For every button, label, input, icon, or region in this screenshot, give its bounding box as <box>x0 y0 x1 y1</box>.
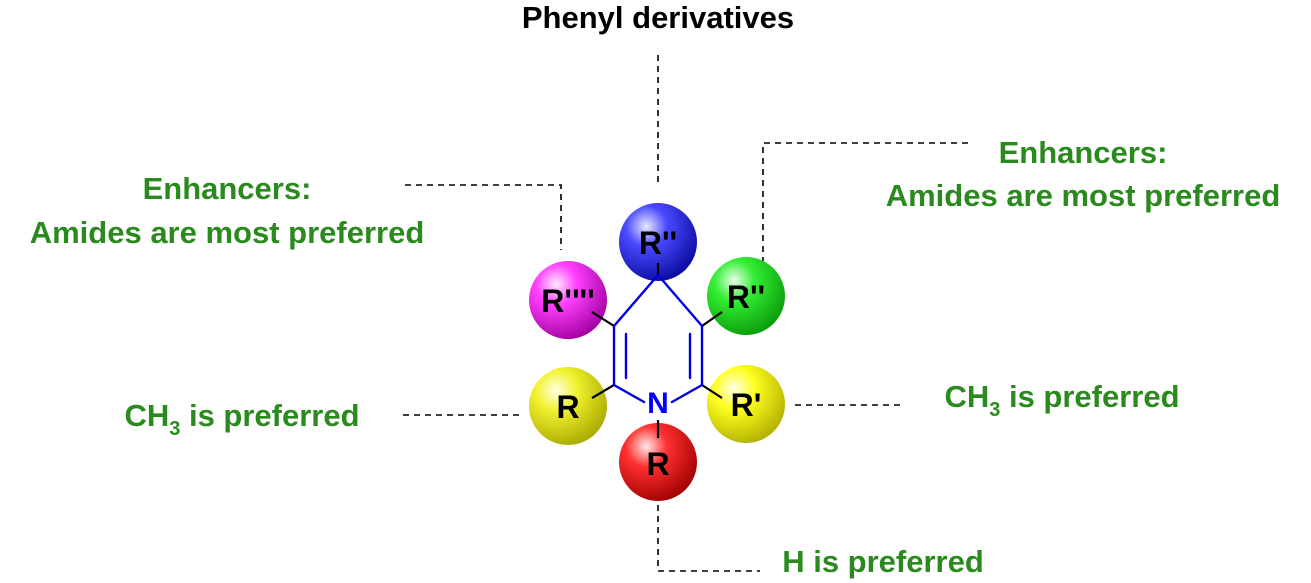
annotation-left-lower-post: is preferred <box>180 398 359 433</box>
substituent-lower-right-label: R' <box>731 387 762 423</box>
annotation-left-lower-sub: 3 <box>169 418 180 440</box>
substituent-upper-right-label: R'' <box>727 279 765 315</box>
dihydropyridine-ring <box>612 273 704 404</box>
ball-lower-right <box>707 365 785 443</box>
leader-bottom <box>657 505 760 572</box>
ring-nitrogen: N <box>647 387 669 420</box>
annotation-right-upper-title: Enhancers: <box>999 135 1168 170</box>
ball-lower-left <box>529 367 607 445</box>
annotation-top: Phenyl derivatives <box>522 0 794 35</box>
annotation-left-lower: CH3 is preferred <box>124 398 359 440</box>
annotation-left-upper-title: Enhancers: <box>143 171 312 206</box>
bond-upper-left-sub <box>591 311 615 327</box>
annotation-left-lower-pre: CH <box>124 398 169 433</box>
bond-lower-right-sub <box>701 384 723 399</box>
annotation-right-lower: CH3 is preferred <box>944 379 1179 421</box>
leader-left-upper <box>405 184 562 250</box>
substituent-lower-left-label: R <box>556 389 579 425</box>
annotation-right-lower-sub: 3 <box>989 399 1000 421</box>
annotation-right-upper-body: Amides are most preferred <box>886 178 1281 213</box>
ball-upper-right <box>707 257 785 335</box>
substituent-upper-left-label: R'''' <box>541 283 595 319</box>
ball-top <box>619 203 697 281</box>
substituent-top-label: R'' <box>639 225 677 261</box>
annotation-left-upper-body: Amides are most preferred <box>30 215 425 250</box>
bond-upper-right-sub <box>701 311 723 327</box>
annotation-right-lower-pre: CH <box>944 379 989 414</box>
ball-upper-left <box>529 261 607 339</box>
annotation-right-lower-post: is preferred <box>1000 379 1179 414</box>
leader-right-upper <box>762 142 968 265</box>
ball-bottom <box>619 423 697 501</box>
substituent-bottom-label: R <box>646 446 669 482</box>
bond-lower-left-sub <box>591 384 615 399</box>
annotation-bottom: H is preferred <box>782 544 984 579</box>
